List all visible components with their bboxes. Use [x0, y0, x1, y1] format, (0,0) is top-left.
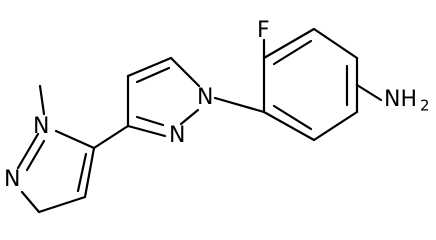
pyrazole-ring — [126, 56, 201, 138]
pyrazole-n2-label: N — [169, 123, 185, 148]
methylpyrazole-n2-label: N — [4, 167, 20, 192]
chemical-structure: F NH 2 N N N N — [4, 18, 430, 214]
bond — [126, 56, 173, 78]
bond — [272, 104, 313, 131]
bond — [262, 110, 316, 142]
bond — [135, 115, 165, 127]
bond — [37, 195, 87, 214]
bond — [25, 139, 46, 172]
bond — [213, 96, 266, 114]
bond — [312, 110, 359, 142]
bond — [20, 190, 41, 214]
bond — [126, 124, 167, 138]
bond — [76, 152, 88, 193]
benzene-ring — [262, 27, 359, 142]
fluorine-label: F — [257, 18, 270, 43]
bond — [179, 108, 200, 126]
bond — [83, 146, 96, 199]
methylpyrazole-n1-label: N — [33, 114, 49, 139]
bond — [16, 132, 40, 170]
bond — [262, 27, 316, 60]
bond — [135, 66, 171, 84]
bond — [355, 83, 383, 102]
bond — [54, 129, 96, 150]
bond — [169, 56, 201, 88]
amine-label: NH — [384, 87, 417, 112]
bond — [312, 27, 359, 60]
amine-subscript: 2 — [420, 97, 430, 115]
methylpyrazole-ring — [16, 129, 96, 214]
bond — [272, 39, 313, 66]
bond — [92, 124, 130, 150]
pyrazole-n1-label: N — [197, 85, 213, 110]
bond — [38, 84, 46, 116]
